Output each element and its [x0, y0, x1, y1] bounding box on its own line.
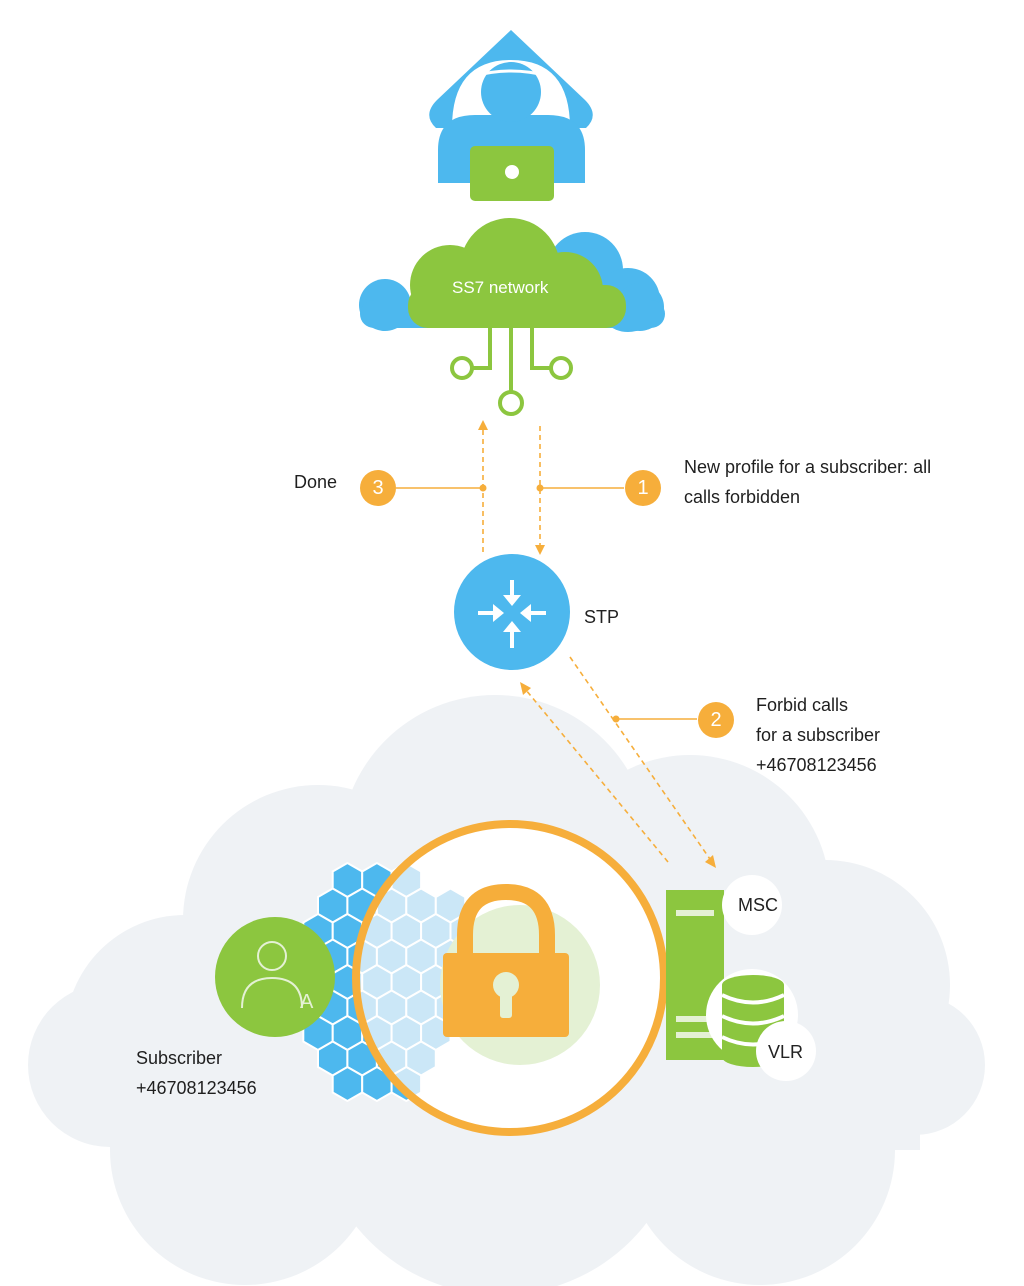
lock-ring: [352, 820, 668, 1136]
avatar-letter: A: [300, 991, 314, 1013]
vlr-label: VLR: [768, 1042, 804, 1062]
badge-leaders: [396, 487, 697, 720]
step-2-line: +46708123456: [756, 755, 877, 775]
router-label: STP: [584, 607, 620, 627]
step-1-line: calls forbidden: [684, 487, 801, 507]
subscriber-line: +46708123456: [136, 1078, 257, 1098]
step-badge-3: 3: [360, 470, 396, 506]
subscriber-label: Subscriber +46708123456: [136, 1043, 257, 1103]
flow-arrows: [482, 426, 713, 863]
user-icon: [215, 917, 335, 1037]
network-connectors: [450, 325, 573, 416]
hacker-icon: [429, 30, 593, 201]
step-1-line: New profile for a subscriber: all: [684, 457, 932, 477]
step-label-1: New profile for a subscriber: all calls …: [684, 452, 931, 512]
router-icon: [454, 554, 570, 670]
step-2-line: Forbid calls: [756, 695, 849, 715]
lock-icon: [443, 883, 569, 1037]
cloud-icon: [359, 218, 665, 332]
step-2-line: for a subscriber: [756, 725, 881, 745]
server-icon: [666, 875, 782, 1060]
network-label: SS7 network: [452, 278, 549, 297]
laptop-icon: [470, 146, 554, 201]
step-badge-1: 1: [625, 470, 661, 506]
msc-label: MSC: [738, 895, 778, 915]
step-label-2: Forbid calls for a subscriber +467081234…: [756, 690, 880, 780]
database-icon: [706, 969, 816, 1081]
step-label-3: Done: [294, 467, 337, 497]
subscriber-line: Subscriber: [136, 1048, 223, 1068]
hexagon-cell: [331, 1065, 364, 1103]
step-badge-2: 2: [698, 702, 734, 738]
arrow-heads: [478, 420, 716, 868]
step-3-line: Done: [294, 472, 338, 492]
